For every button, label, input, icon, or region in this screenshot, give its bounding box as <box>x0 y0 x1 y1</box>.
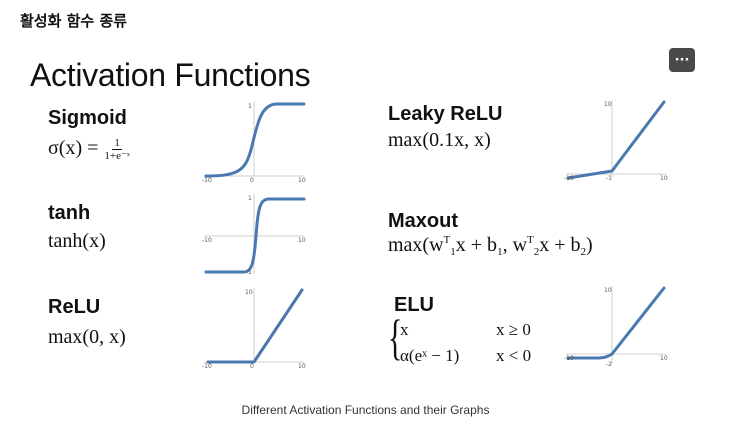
sigmoid-denominator: 1+e⁻ˣ <box>104 150 130 163</box>
elu-case2-cond: x < 0 <box>496 346 532 365</box>
sigmoid-tick-ymax: 1 <box>248 103 252 110</box>
relu-formula: max(0, x) <box>48 326 126 348</box>
tanh-tick-ymax: 1 <box>248 195 252 202</box>
maxout-sub1: 1 <box>450 246 456 258</box>
elu-tick-ymax: 10 <box>604 287 612 294</box>
maxout-sup2: T <box>527 234 534 246</box>
maxout-part-b: x + b <box>455 234 498 256</box>
elu-case1-cond: x ≥ 0 <box>496 320 531 339</box>
sigmoid-curve <box>204 102 306 178</box>
elu-case2-expr: α(eˣ − 1) <box>400 346 460 365</box>
elu-tick-xmin: -10 <box>564 355 574 362</box>
maxout-part-d: x + b <box>539 234 581 256</box>
tanh-graph: -10 10 1 -1 <box>202 194 306 276</box>
maxout-formula: max(wT1x + b1, wT2x + b2) <box>388 234 593 258</box>
tanh-tick-ymin: -1 <box>246 269 252 276</box>
elu-tick-ymin: -2 <box>606 361 612 368</box>
sigmoid-graph: -10 10 1 0 <box>202 102 306 184</box>
leaky-relu-tick-ymin: -1 <box>606 175 612 182</box>
relu-tick-origin: 0 <box>250 363 254 370</box>
elu-formula: { x x ≥ 0 α(eˣ − 1) x < 0 <box>388 312 548 372</box>
tanh-tick-xmin: -10 <box>202 237 212 244</box>
relu-tick-xmax: 10 <box>298 363 306 370</box>
figure-caption: Different Activation Functions and their… <box>241 403 490 417</box>
tanh-formula: tanh(x) <box>48 230 106 252</box>
maxout-part-a: max(w <box>388 234 444 256</box>
relu-curve <box>206 288 304 364</box>
maxout-sub4: 2 <box>580 246 587 258</box>
relu-tick-xmin: -10 <box>202 363 212 370</box>
elu-tick-xmax: 10 <box>660 355 668 362</box>
tanh-tick-xmax: 10 <box>298 237 306 244</box>
more-icon: ··· <box>674 52 690 68</box>
elu-curve <box>566 286 666 360</box>
figure-heading: Activation Functions <box>30 57 311 93</box>
sigmoid-tick-xmax: 10 <box>298 177 306 184</box>
maxout-part-e: ) <box>586 234 593 256</box>
elu-case1-expr: x <box>400 320 409 339</box>
leaky-relu-tick-xmax: 10 <box>660 175 668 182</box>
elu-name: ELU <box>394 294 434 316</box>
maxout-sub3: 2 <box>533 246 540 258</box>
leaky-relu-tick-ymax: 10 <box>604 101 612 108</box>
maxout-name: Maxout <box>388 210 458 232</box>
maxout-sup1: T <box>443 234 451 246</box>
relu-tick-ymax: 10 <box>245 289 253 296</box>
sigmoid-tick-xmin: -10 <box>202 177 212 184</box>
tanh-curve <box>204 197 306 274</box>
leaky-relu-formula: max(0.1x, x) <box>388 129 491 151</box>
sigmoid-numerator: 1 <box>112 137 122 151</box>
leaky-relu-curve <box>566 100 666 180</box>
more-options-button[interactable]: ··· <box>669 48 695 72</box>
tanh-name: tanh <box>48 202 91 224</box>
elu-brace: { <box>388 309 403 365</box>
leaky-relu-tick-xmin: -10 <box>564 175 574 182</box>
sigmoid-lhs: σ(x) = <box>48 137 99 160</box>
sigmoid-name: Sigmoid <box>48 107 127 129</box>
leaky-relu-graph: -10 10 10 -1 <box>564 100 668 182</box>
maxout-part-c: , w <box>502 234 528 256</box>
relu-graph: -10 10 10 0 <box>202 288 306 370</box>
relu-name: ReLU <box>48 296 101 318</box>
maxout-sub2: 1 <box>497 246 503 258</box>
leaky-relu-name: Leaky ReLU <box>388 103 503 125</box>
post-title: 활성화 함수 종류 <box>20 12 128 30</box>
elu-graph: -10 10 10 -2 <box>564 286 668 368</box>
sigmoid-tick-origin: 0 <box>250 177 254 184</box>
